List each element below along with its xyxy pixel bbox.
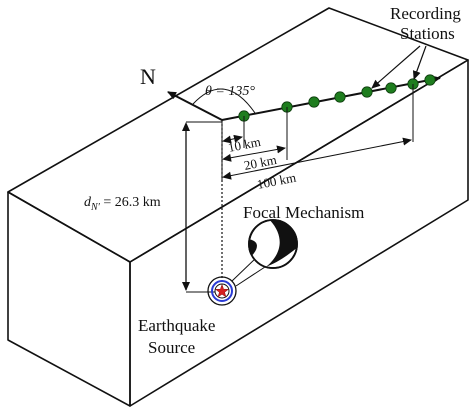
- station-6: [385, 82, 397, 94]
- focal-connector-2: [235, 264, 269, 287]
- distance-ticks: [221, 84, 414, 182]
- recording-stations-label-1: Recording: [390, 4, 461, 23]
- north-arrow: [167, 91, 223, 121]
- recording-stations: [238, 74, 436, 122]
- recording-stations-label-2: Stations: [400, 24, 455, 43]
- depth-label: dN′ = 26.3 km: [84, 195, 161, 213]
- focal-mechanism-beachball: [248, 219, 298, 269]
- block-top-face: [7, 7, 469, 263]
- station-line: [221, 75, 441, 121]
- station-4: [334, 91, 346, 103]
- focal-mechanism-label: Focal Mechanism: [243, 203, 364, 222]
- depth-value: = 26.3 km: [100, 195, 161, 210]
- stations-pointer-2: [412, 45, 427, 80]
- earthquake-source-label-2: Source: [148, 338, 195, 357]
- earth-block: [7, 7, 469, 407]
- source-ring-outer: [207, 276, 237, 306]
- depth-symbol: d: [84, 195, 92, 210]
- station-3: [308, 96, 320, 108]
- stations-pointer-1: [371, 45, 421, 89]
- block-side-face: [129, 59, 469, 407]
- source-star-icon: [214, 283, 230, 298]
- theta-label: θ = 135°: [205, 84, 255, 99]
- dist-10km-label: 10 km: [227, 134, 262, 155]
- block-front-face: [7, 191, 131, 407]
- focal-connector-1: [231, 255, 259, 282]
- earthquake-source: [207, 276, 237, 306]
- north-label: N: [140, 64, 156, 89]
- earthquake-source-label-1: Earthquake: [138, 316, 215, 335]
- theta-arc: [192, 88, 256, 114]
- dist-100km-label: 100 km: [256, 170, 298, 192]
- station-8: [424, 74, 436, 86]
- depth-subscript: N′: [90, 202, 101, 213]
- dist-100km-arrow: [222, 137, 412, 180]
- source-ring-blue: [211, 280, 233, 302]
- dist-20km-label: 20 km: [243, 152, 278, 173]
- station-5: [361, 86, 373, 98]
